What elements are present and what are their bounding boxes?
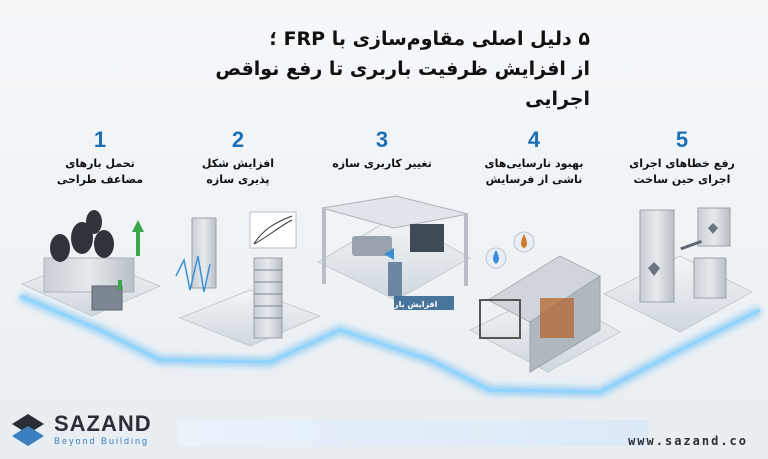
step-5: 5 رفع خطاهای اجرای اجرای حین ساخت [622, 128, 742, 188]
website-url[interactable]: www.sazand.co [628, 434, 748, 448]
step-3-scene [316, 195, 472, 310]
brand-tagline: Beyond Building [54, 436, 150, 446]
step-2: 2 افزایش شکل پذیری سازه [178, 128, 298, 188]
brand-name: SAZAND [54, 411, 152, 436]
connector-glow-path [18, 291, 763, 398]
step-4-number: 4 [527, 127, 541, 152]
brand-mark-icon [12, 414, 44, 446]
step-4-label: بهبود نارسایی‌های ناشی از فرسایش [484, 157, 584, 186]
headline-line-2: از افزایش ظرفیت باربری تا رفع نواقص اجرا… [215, 58, 590, 110]
brand-logo: SAZAND Beyond Building [8, 406, 178, 454]
step-2-label: افزایش شکل پذیری سازه [201, 157, 275, 186]
step-2-scene [175, 211, 322, 347]
step-1-number: 1 [93, 127, 107, 152]
footer-bar [178, 420, 648, 446]
step-4-scene [468, 231, 622, 373]
step-1-scene [20, 210, 162, 317]
step-1-label: تحمل بارهای مضاعف طراحی [56, 157, 144, 186]
load-increase-label: افزایش بار [394, 300, 438, 309]
step-5-label: رفع خطاهای اجرای اجرای حین ساخت [629, 157, 735, 186]
step-3: 3 تغییر کاربری سازه [322, 128, 442, 172]
step-4: 4 بهبود نارسایی‌های ناشی از فرسایش [474, 128, 594, 188]
step-5-number: 5 [675, 127, 689, 152]
step-1: 1 تحمل بارهای مضاعف طراحی [40, 128, 160, 188]
headline: ۵ دلیل اصلی مقاوم‌سازی با FRP ؛ از افزای… [170, 24, 590, 114]
step-2-number: 2 [231, 127, 245, 152]
headline-line-1: ۵ دلیل اصلی مقاوم‌سازی با FRP ؛ [269, 28, 590, 50]
step-3-label: تغییر کاربری سازه [332, 157, 432, 170]
step-5-scene [602, 207, 754, 333]
step-3-number: 3 [375, 127, 389, 152]
